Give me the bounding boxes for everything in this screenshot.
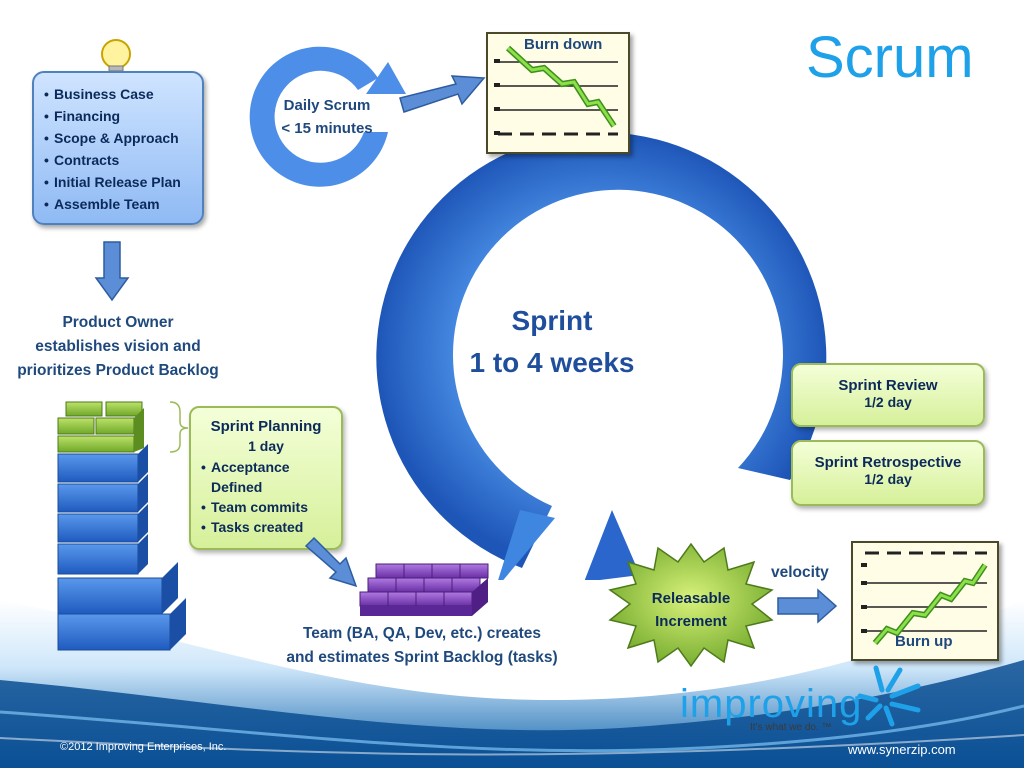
backlog-blocks bbox=[57, 401, 186, 651]
daily-scrum-duration: < 15 minutes bbox=[281, 120, 373, 137]
sprint-backlog-stack bbox=[359, 563, 489, 616]
inception-item: Financing bbox=[44, 105, 202, 127]
burn-up-chart: Burn up bbox=[851, 541, 999, 661]
logo-tagline: It’s what we do. ™ bbox=[750, 722, 832, 733]
sprint-planning-item: Acceptance Defined bbox=[201, 457, 335, 497]
sprint-cycle-ring bbox=[376, 132, 827, 580]
inception-list: Business Case Financing Scope & Approach… bbox=[44, 83, 202, 215]
inception-item: Scope & Approach bbox=[44, 127, 202, 149]
product-owner-line: prioritizes Product Backlog bbox=[17, 362, 219, 379]
daily-scrum-title: Daily Scrum bbox=[283, 97, 371, 114]
inception-box: Business Case Financing Scope & Approach… bbox=[32, 71, 204, 225]
team-line: Team (BA, QA, Dev, etc.) creates bbox=[302, 625, 542, 642]
releasable-increment-starburst bbox=[608, 542, 774, 668]
sprint-duration: 1 to 4 weeks bbox=[469, 347, 635, 378]
sprint-review-box: Sprint Review 1/2 day bbox=[791, 363, 985, 427]
product-owner-text: Product Owner establishes vision and pri… bbox=[0, 311, 236, 383]
footer-url[interactable]: www.synerzip.com bbox=[848, 742, 956, 757]
sprint-retrospective-title: Sprint Retrospective bbox=[814, 454, 962, 471]
burn-down-label: Burn down bbox=[524, 36, 603, 53]
sprint-title: Sprint bbox=[511, 305, 593, 336]
burn-up-label: Burn up bbox=[895, 633, 953, 650]
burn-up-plot bbox=[861, 551, 988, 645]
logo-spark-icon bbox=[857, 665, 921, 727]
sprint-planning-box: Sprint Planning 1 day Acceptance Defined… bbox=[189, 406, 343, 550]
planning-arrow-icon bbox=[304, 536, 358, 588]
product-owner-line: establishes vision and bbox=[35, 338, 201, 355]
burn-down-chart: Burn down bbox=[486, 32, 630, 154]
sprint-planning-item: Tasks created bbox=[201, 517, 335, 537]
releasable-increment-line: Increment bbox=[655, 613, 727, 630]
logo-brand: improving bbox=[680, 682, 863, 726]
sprint-review-duration: 1/2 day bbox=[864, 394, 912, 410]
footer-copyright: ©2012 Improving Enterprises, Inc. bbox=[60, 741, 227, 753]
team-text: Team (BA, QA, Dev, etc.) creates and est… bbox=[262, 622, 582, 670]
releasable-increment-line: Releasable bbox=[651, 590, 731, 607]
inception-item: Contracts bbox=[44, 149, 202, 171]
improving-logo: improving It’s what we do. ™ bbox=[680, 684, 870, 734]
inception-item: Initial Release Plan bbox=[44, 171, 202, 193]
releasable-increment-label: Releasable Increment bbox=[628, 587, 754, 633]
inception-item: Assemble Team bbox=[44, 193, 202, 215]
product-owner-line: Product Owner bbox=[62, 314, 174, 331]
velocity-label: velocity bbox=[771, 564, 829, 581]
product-backlog-stack bbox=[57, 401, 189, 651]
sprint-retrospective-duration: 1/2 day bbox=[864, 471, 912, 487]
slide-title: Scrum bbox=[806, 25, 974, 90]
sprint-planning-duration: 1 day bbox=[248, 438, 284, 454]
sprint-retrospective-box: Sprint Retrospective 1/2 day bbox=[791, 440, 985, 506]
daily-scrum-ring bbox=[249, 46, 406, 187]
sprint-planning-title: Sprint Planning bbox=[210, 418, 322, 435]
down-arrow-icon bbox=[94, 241, 130, 302]
burn-down-arrow-icon bbox=[399, 75, 486, 113]
velocity-arrow-icon bbox=[777, 588, 838, 624]
sprint-planning-item: Team commits bbox=[201, 497, 335, 517]
inception-item: Business Case bbox=[44, 83, 202, 105]
daily-scrum-label: Daily Scrum < 15 minutes bbox=[262, 94, 392, 140]
burn-down-plot bbox=[494, 45, 618, 136]
sprint-planning-list: Acceptance Defined Team commits Tasks cr… bbox=[201, 457, 335, 537]
team-line: and estimates Sprint Backlog (tasks) bbox=[286, 649, 558, 666]
sprint-review-title: Sprint Review bbox=[838, 377, 938, 394]
sprint-label: Sprint 1 to 4 weeks bbox=[452, 300, 652, 384]
